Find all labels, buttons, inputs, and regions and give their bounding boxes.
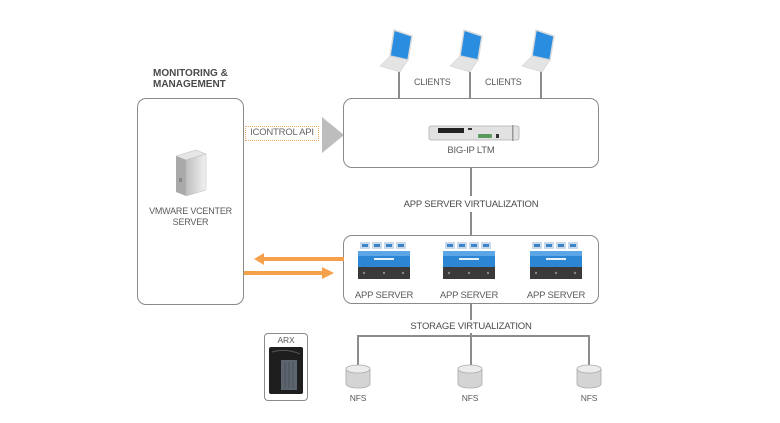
monitoring-title: MONITORING & MANAGEMENT [153, 68, 228, 90]
orange-arrow-right-shaft [244, 271, 322, 275]
monitoring-title-line2: MANAGEMENT [153, 79, 226, 90]
app-server-label: APP SERVER [354, 290, 414, 301]
app-server-label: APP SERVER [439, 290, 499, 301]
vcenter-server-label: VMWARE VCENTER SERVER [137, 206, 244, 228]
app-server-virtualization-title: APP SERVER VIRTUALIZATION [403, 199, 539, 210]
app-server-icon [443, 242, 495, 279]
vcenter-label-line1: VMWARE VCENTER [149, 206, 232, 216]
app-server-label: APP SERVER [526, 290, 586, 301]
vcenter-server-icon [175, 149, 207, 197]
api-arrow-icon [322, 117, 344, 153]
app-server-icon [530, 242, 582, 279]
arx-label: ARX [277, 335, 295, 345]
icontrol-api-label: ICONTROL API [250, 127, 314, 138]
client-connector-line [398, 72, 400, 99]
orange-bidirectional-arrows [244, 253, 344, 279]
orange-arrow-left-head [254, 253, 264, 265]
big-ip-ltm-device-icon [428, 125, 520, 141]
storage-bus-line [357, 335, 589, 337]
ltm-to-app-line [470, 168, 472, 196]
monitoring-title-line1: MONITORING & [153, 68, 228, 79]
monitoring-box [137, 98, 244, 305]
arx-device-icon [269, 347, 303, 394]
clients-label: CLIENTS [485, 77, 522, 87]
nfs-label: NFS [461, 393, 479, 403]
vcenter-label-line2: SERVER [172, 217, 209, 227]
clients-label: CLIENTS [414, 77, 451, 87]
client-connector-line [469, 72, 471, 99]
icontrol-api-box: ICONTROL API [245, 126, 319, 141]
app-server-icon [358, 242, 410, 279]
storage-trunk-line [470, 333, 472, 367]
nfs-disk-icon [457, 364, 483, 389]
client-laptop-icon [449, 29, 483, 73]
nfs-connector-line [588, 335, 590, 367]
client-laptop-icon [521, 29, 555, 73]
nfs-connector-line [357, 335, 359, 367]
storage-virtualization-title: STORAGE VIRTUALIZATION [410, 321, 532, 332]
orange-arrow-left-shaft [258, 257, 344, 261]
nfs-label: NFS [580, 393, 598, 403]
big-ip-ltm-label: BIG-IP LTM [447, 145, 495, 156]
app-to-storage-line [470, 304, 472, 320]
nfs-disk-icon [345, 364, 371, 389]
nfs-disk-icon [576, 364, 602, 389]
client-laptop-icon [379, 29, 413, 73]
orange-arrow-right-head [322, 267, 334, 279]
nfs-label: NFS [349, 393, 367, 403]
virtualization-to-app-line [470, 212, 472, 236]
client-connector-line [540, 72, 542, 99]
